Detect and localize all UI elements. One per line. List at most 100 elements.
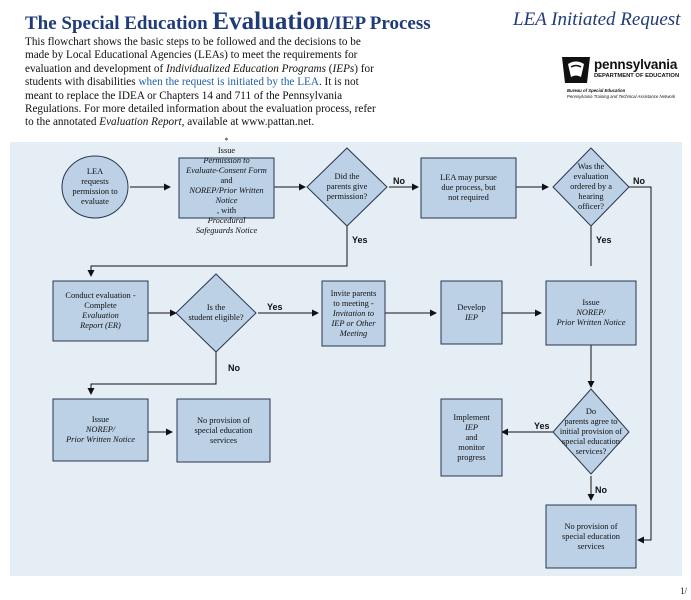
node-text: Prior Written Notice (556, 318, 626, 327)
do-parents-agree-decision (552, 388, 630, 475)
intro-text: Individualized Education Programs (166, 62, 326, 75)
lea-may-pursue-box (420, 157, 517, 219)
node-text: Meeting (339, 328, 368, 338)
node-text: permission? (326, 192, 368, 201)
node-text: Report (ER) (80, 321, 121, 330)
invite-parents-box (321, 280, 386, 347)
intro-text: ( (325, 62, 333, 75)
label-yes-hearing: Yes (596, 235, 612, 245)
node-text: LEA may pursue (440, 173, 497, 182)
node-text: initial provision of (559, 427, 623, 436)
node-text: IEP or Other (331, 318, 376, 328)
lea-may-pursue-node: LEA may pursue due process, but not requ… (421, 158, 516, 218)
label-no-hearing: No (633, 176, 645, 186)
logo-name: pennsylvania (594, 57, 678, 72)
node-text: NOREP/ (576, 308, 606, 317)
is-eligible-decision (175, 273, 257, 353)
node-text: No provision of (564, 521, 618, 531)
node-text: to meeting - (333, 298, 374, 308)
node-text: Safeguards Notice (195, 225, 258, 235)
node-text: special education (562, 531, 620, 541)
page-subtitle: LEA Initiated Request (513, 9, 681, 30)
title-part-3: /IEP Process (329, 13, 431, 34)
issue-norep-node-1: Issue NOREP/ Prior Written Notice (53, 399, 148, 461)
node-text: Issue (217, 145, 236, 155)
node-text: No provision of (196, 415, 251, 425)
intro-highlight: when the request is initiated by the LEA (138, 76, 319, 89)
logo-bureau: Bureau of Special Education Pennsylvania… (567, 88, 675, 99)
asterisk-note: * (224, 135, 229, 145)
label-yes-agree: Yes (534, 421, 550, 431)
node-text: progress (457, 452, 486, 462)
lea-requests-oval (61, 155, 129, 219)
implement-iep-node: Implement IEP and monitor progress (441, 399, 502, 476)
node-text: Did the (334, 172, 360, 181)
issue-norep-box-1 (52, 398, 149, 462)
issue-permission-node: * Issue Permission to Evaluate-Consent F… (179, 136, 274, 235)
node-text: Prior Written Notice (66, 435, 135, 444)
node-text: Do (585, 407, 597, 416)
issue-norep-box-2 (545, 280, 637, 346)
node-text: permission to (72, 187, 118, 196)
was-evaluation-node: Was the evaluation ordered by a hearing … (561, 160, 621, 214)
intro-text: Evaluation Report (99, 116, 182, 129)
was-evaluation-decision (552, 147, 630, 227)
keystone-icon (562, 57, 590, 83)
logo-network: Pennsylvania Training and Technical Assi… (567, 93, 676, 99)
page-title: The Special Education Evaluation/IEP Pro… (25, 9, 431, 34)
node-text: Conduct evaluation - (65, 291, 136, 300)
pa-education-logo: pennsylvania DEPARTMENT OF EDUCATION Bur… (560, 55, 685, 110)
label-yes-eligible: Yes (267, 302, 283, 312)
node-text: and (465, 432, 478, 442)
node-text: Notice (215, 195, 238, 205)
intro-text: IEPs (332, 62, 355, 75)
label-no-permission: No (393, 176, 405, 186)
node-text: evaluation (573, 172, 609, 181)
intro-text: , available at www.pattan.net. (181, 116, 315, 129)
implement-iep-box (440, 398, 503, 477)
node-text: Issue (91, 415, 110, 424)
is-eligible-node: Is the student eligible? (182, 298, 250, 328)
title-part-1: The Special Education (25, 13, 213, 34)
intro-text: This flowchart shows the basic steps to … (25, 36, 361, 75)
intro-text: . It is not meant to replace the IDEA or… (25, 76, 376, 129)
node-text: requests (81, 177, 109, 186)
node-text: services? (575, 447, 607, 456)
label-no-agree: No (595, 485, 607, 495)
node-text: NOREP/Prior Written (189, 185, 264, 195)
node-text: not required (448, 193, 489, 202)
node-text: Invitation to (332, 308, 375, 318)
node-text: hearing (578, 192, 604, 201)
node-text: services (210, 435, 237, 445)
node-text: evaluate (81, 197, 109, 206)
conduct-evaluation-box (52, 280, 149, 342)
label-no-eligible: No (228, 363, 240, 373)
node-text: IEP (464, 312, 479, 322)
no-provision-node-1: No provision of special education servic… (177, 399, 270, 462)
node-text: special education (194, 425, 253, 435)
do-parents-agree-node: Do parents agree to initial provision of… (559, 404, 623, 460)
node-text: officer? (578, 202, 604, 211)
did-parents-decision (306, 147, 388, 227)
node-text: special education (562, 437, 620, 446)
node-text: Procedural (207, 215, 246, 225)
lea-requests-node: LEA requests permission to evaluate (62, 156, 128, 218)
node-shapes (52, 147, 637, 569)
node-text: Issue (582, 298, 600, 307)
node-text: Invite parents (330, 288, 377, 298)
logo-bureau-name: Bureau of Special Education (567, 88, 626, 93)
intro-text: ) for students with disabilities (25, 62, 374, 89)
node-text: LEA (86, 167, 104, 176)
node-text: services (577, 541, 605, 551)
node-text: Complete (84, 301, 117, 310)
node-text: Is the (206, 303, 226, 312)
node-text: and (220, 175, 233, 185)
page-number: 1/ (679, 586, 687, 596)
invite-parents-node: Invite parents to meeting - Invitation t… (322, 281, 385, 346)
develop-iep-node: Develop IEP (441, 281, 502, 344)
node-text: IEP (464, 422, 479, 432)
no-provision-box-1 (176, 398, 271, 463)
intro-paragraph: This flowchart shows the basic steps to … (25, 36, 380, 130)
node-text: parents agree to (564, 417, 618, 426)
